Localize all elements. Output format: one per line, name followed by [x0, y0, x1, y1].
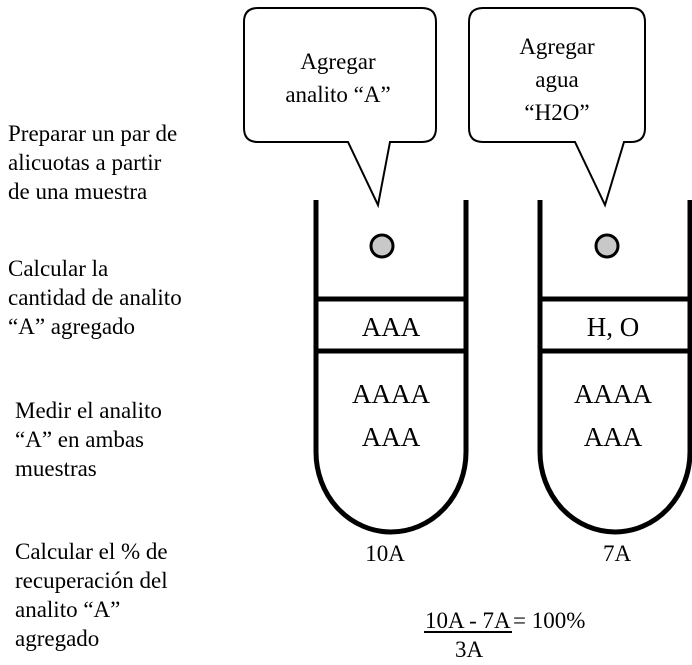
drop-right-icon: [594, 233, 620, 259]
tube-left-bottom-layer-line-1: AAAA: [352, 379, 430, 409]
drop-left-icon: [369, 233, 395, 259]
step-calculate-added-analyte: Calcular la cantidad de analito “A” agre…: [8, 256, 182, 339]
tube-right-top-layer: H, O: [587, 312, 640, 342]
tube-left-bottom-layer-line-2: AAA: [362, 422, 421, 452]
bubble-right-line-1: Agregar: [519, 34, 595, 59]
formula-numerator: 10A - 7A: [425, 608, 511, 633]
bubble-left-line-2: analito “A”: [285, 82, 390, 107]
step-measure-analyte: Medir el analito “A” en ambas muestras: [15, 398, 162, 481]
tube-right-bottom-layer-line-2: AAA: [584, 422, 643, 452]
test-tube-right: [537, 200, 692, 535]
tube-left-top-layer: AAA: [362, 312, 421, 342]
tube-right-caption: 7A: [603, 541, 632, 566]
tube-left-caption: 10A: [365, 541, 405, 566]
test-tube-left: [313, 200, 469, 535]
step-calculate-recovery: Calcular el % de recuperación del analit…: [15, 539, 168, 651]
speech-bubble-right: [468, 7, 646, 208]
bubble-right-line-3: “H2O”: [524, 100, 589, 125]
step-prepare-aliquots: Preparar un par de alicuotas a partir de…: [8, 121, 178, 204]
bubble-left-line-1: Agregar: [300, 49, 376, 74]
speech-bubble-left: [243, 7, 437, 209]
bubble-right-line-2: agua: [535, 67, 578, 92]
tube-right-bottom-layer-line-1: AAAA: [574, 379, 652, 409]
formula-denominator: 3A: [455, 637, 484, 662]
formula-result: = 100%: [513, 608, 585, 633]
